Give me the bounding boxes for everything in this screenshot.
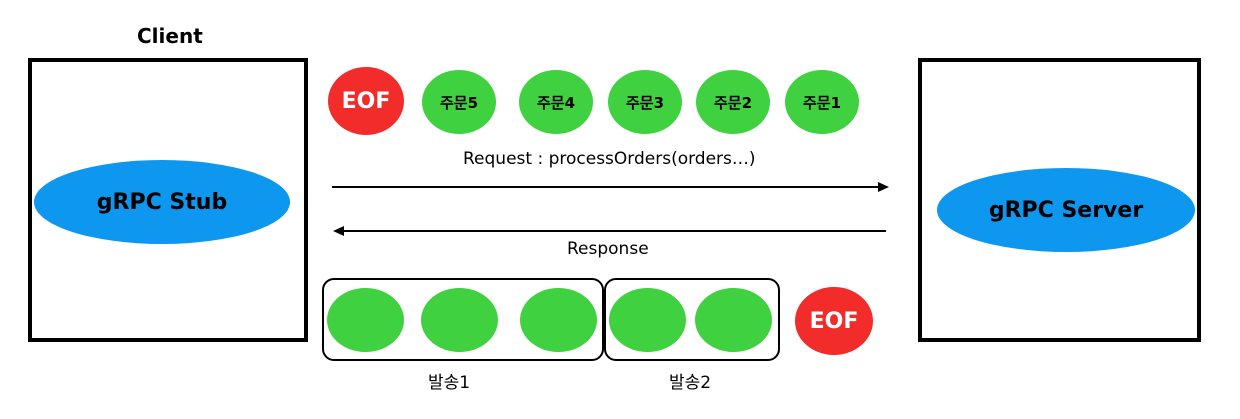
response-eof-node: EOF — [795, 287, 873, 355]
client-title: Client — [137, 24, 203, 48]
batch-label-2: 발송2 — [669, 373, 712, 393]
order-node: 주문1 — [785, 70, 859, 134]
request-eof-node: EOF — [328, 67, 404, 135]
batch-label-1: 발송1 — [428, 373, 471, 393]
response-label: Response — [567, 239, 649, 259]
order-label: 주문2 — [713, 93, 753, 112]
response-item-node — [695, 288, 772, 352]
grpc-server-node: gRPC Server — [937, 168, 1195, 252]
grpc-server-label: gRPC Server — [988, 197, 1144, 223]
response-item-node — [327, 288, 404, 352]
request-eof-label: EOF — [341, 88, 391, 114]
response-eof-label: EOF — [809, 308, 859, 334]
order-node: 주문3 — [608, 70, 682, 134]
order-node: 주문4 — [519, 70, 593, 134]
response-item-node — [609, 288, 686, 352]
grpc-stub-label: gRPC Stub — [96, 189, 228, 215]
batch-group-2 — [604, 278, 780, 361]
request-arrow — [332, 182, 889, 192]
response-item-node — [520, 288, 597, 352]
order-node: 주문2 — [696, 70, 770, 134]
request-label: Request : processOrders(orders…) — [463, 149, 756, 169]
grpc-stub-node: gRPC Stub — [34, 160, 290, 244]
order-label: 주문1 — [802, 93, 842, 112]
response-item-node — [421, 288, 498, 352]
response-arrow — [333, 226, 886, 236]
batch-group-1 — [322, 278, 604, 361]
order-node: 주문5 — [422, 70, 496, 134]
order-label: 주문3 — [625, 93, 665, 112]
order-label: 주문5 — [439, 93, 479, 112]
order-label: 주문4 — [536, 93, 576, 112]
